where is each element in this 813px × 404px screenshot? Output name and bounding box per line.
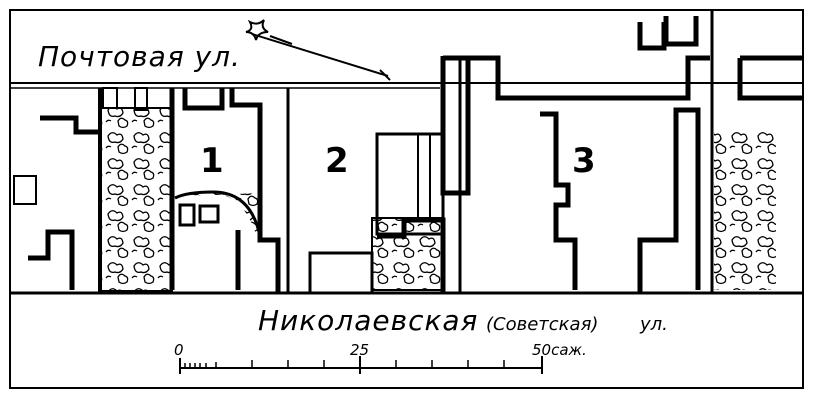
block-1-outlines (102, 87, 281, 292)
block-number-3: 3 (572, 141, 596, 181)
scale-label-start: 0 (174, 341, 184, 359)
street-label-sovetskaya: (Советская) (486, 314, 598, 335)
block-number-1: 1 (200, 141, 224, 181)
tree-hatching (175, 193, 258, 241)
block-3-outlines (440, 10, 802, 292)
street-label-ul: ул. (639, 314, 668, 335)
scale-bar: 0 25 50сaж. (174, 341, 587, 374)
tree-hatching (99, 107, 173, 292)
scale-label-mid: 25 (350, 341, 369, 359)
block-number-2: 2 (325, 141, 349, 181)
tree-hatching (714, 132, 776, 290)
tree-hatching (371, 217, 443, 291)
building-outlines-left (13, 88, 102, 292)
street-label-pochtovaya: Почтовая ул. (38, 40, 241, 73)
scale-label-end: 50сaж. (532, 341, 587, 359)
pochtovaya-street (10, 82, 802, 89)
north-arrow-icon (245, 19, 391, 81)
block-2-outlines (286, 88, 446, 295)
street-label-nikolaevskaya: Николаевская (258, 304, 478, 337)
